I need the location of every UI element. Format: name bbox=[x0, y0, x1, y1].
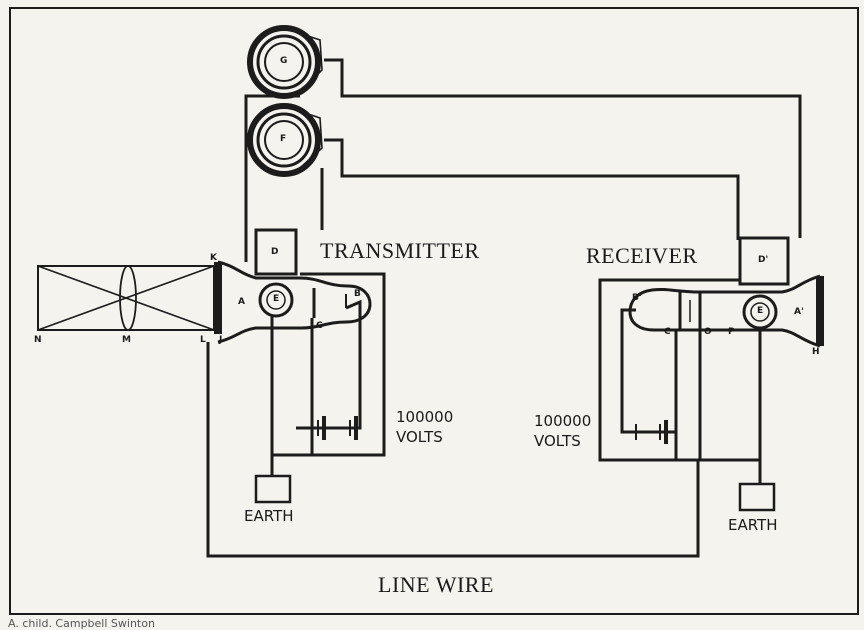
letter-b-prime: B' bbox=[632, 293, 642, 303]
letter-e: E bbox=[273, 294, 280, 304]
letter-m: M bbox=[122, 335, 131, 345]
tx-earth-box bbox=[254, 474, 292, 504]
letter-l: L bbox=[200, 335, 206, 345]
letter-g: G bbox=[280, 56, 288, 66]
letter-o: O bbox=[704, 327, 712, 337]
transmitter-label: TRANSMITTER bbox=[320, 238, 480, 263]
letter-a: A bbox=[238, 297, 245, 307]
letter-j: J bbox=[219, 335, 223, 345]
rx-voltage-unit: VOLTS bbox=[534, 432, 581, 450]
box-d-prime bbox=[738, 236, 790, 286]
line-wire-label: LINE WIRE bbox=[378, 572, 494, 597]
transmitter bbox=[37, 228, 386, 504]
box-d bbox=[254, 228, 298, 276]
letter-f: F bbox=[280, 134, 287, 144]
letter-h: H bbox=[812, 347, 820, 357]
caption: A. child. Campbell Swinton bbox=[8, 617, 155, 630]
receiver bbox=[598, 236, 824, 512]
letter-d: D bbox=[271, 247, 279, 257]
receiver-label: RECEIVER bbox=[586, 243, 698, 268]
letter-p: P bbox=[728, 327, 735, 337]
tx-voltage-value: 100000 bbox=[396, 408, 454, 426]
coil-f bbox=[247, 103, 323, 177]
letter-c: C bbox=[316, 321, 323, 331]
tx-earth-label: EARTH bbox=[244, 507, 294, 525]
letter-n: N bbox=[34, 335, 42, 345]
tx-voltage-unit: VOLTS bbox=[396, 428, 443, 446]
letter-b: B bbox=[354, 289, 361, 299]
letter-d-prime: D' bbox=[758, 255, 769, 265]
letter-a-prime: A' bbox=[794, 307, 804, 317]
outer-frame bbox=[9, 7, 859, 615]
letter-e-prime: E bbox=[757, 306, 764, 316]
coil-wires bbox=[244, 58, 802, 262]
rx-earth-label: EARTH bbox=[728, 516, 778, 534]
rx-voltage-value: 100000 bbox=[534, 412, 592, 430]
letter-c-prime: C bbox=[664, 327, 671, 337]
line-wire bbox=[206, 342, 700, 558]
letter-k: K bbox=[210, 253, 217, 263]
rx-earth-box bbox=[738, 482, 776, 512]
